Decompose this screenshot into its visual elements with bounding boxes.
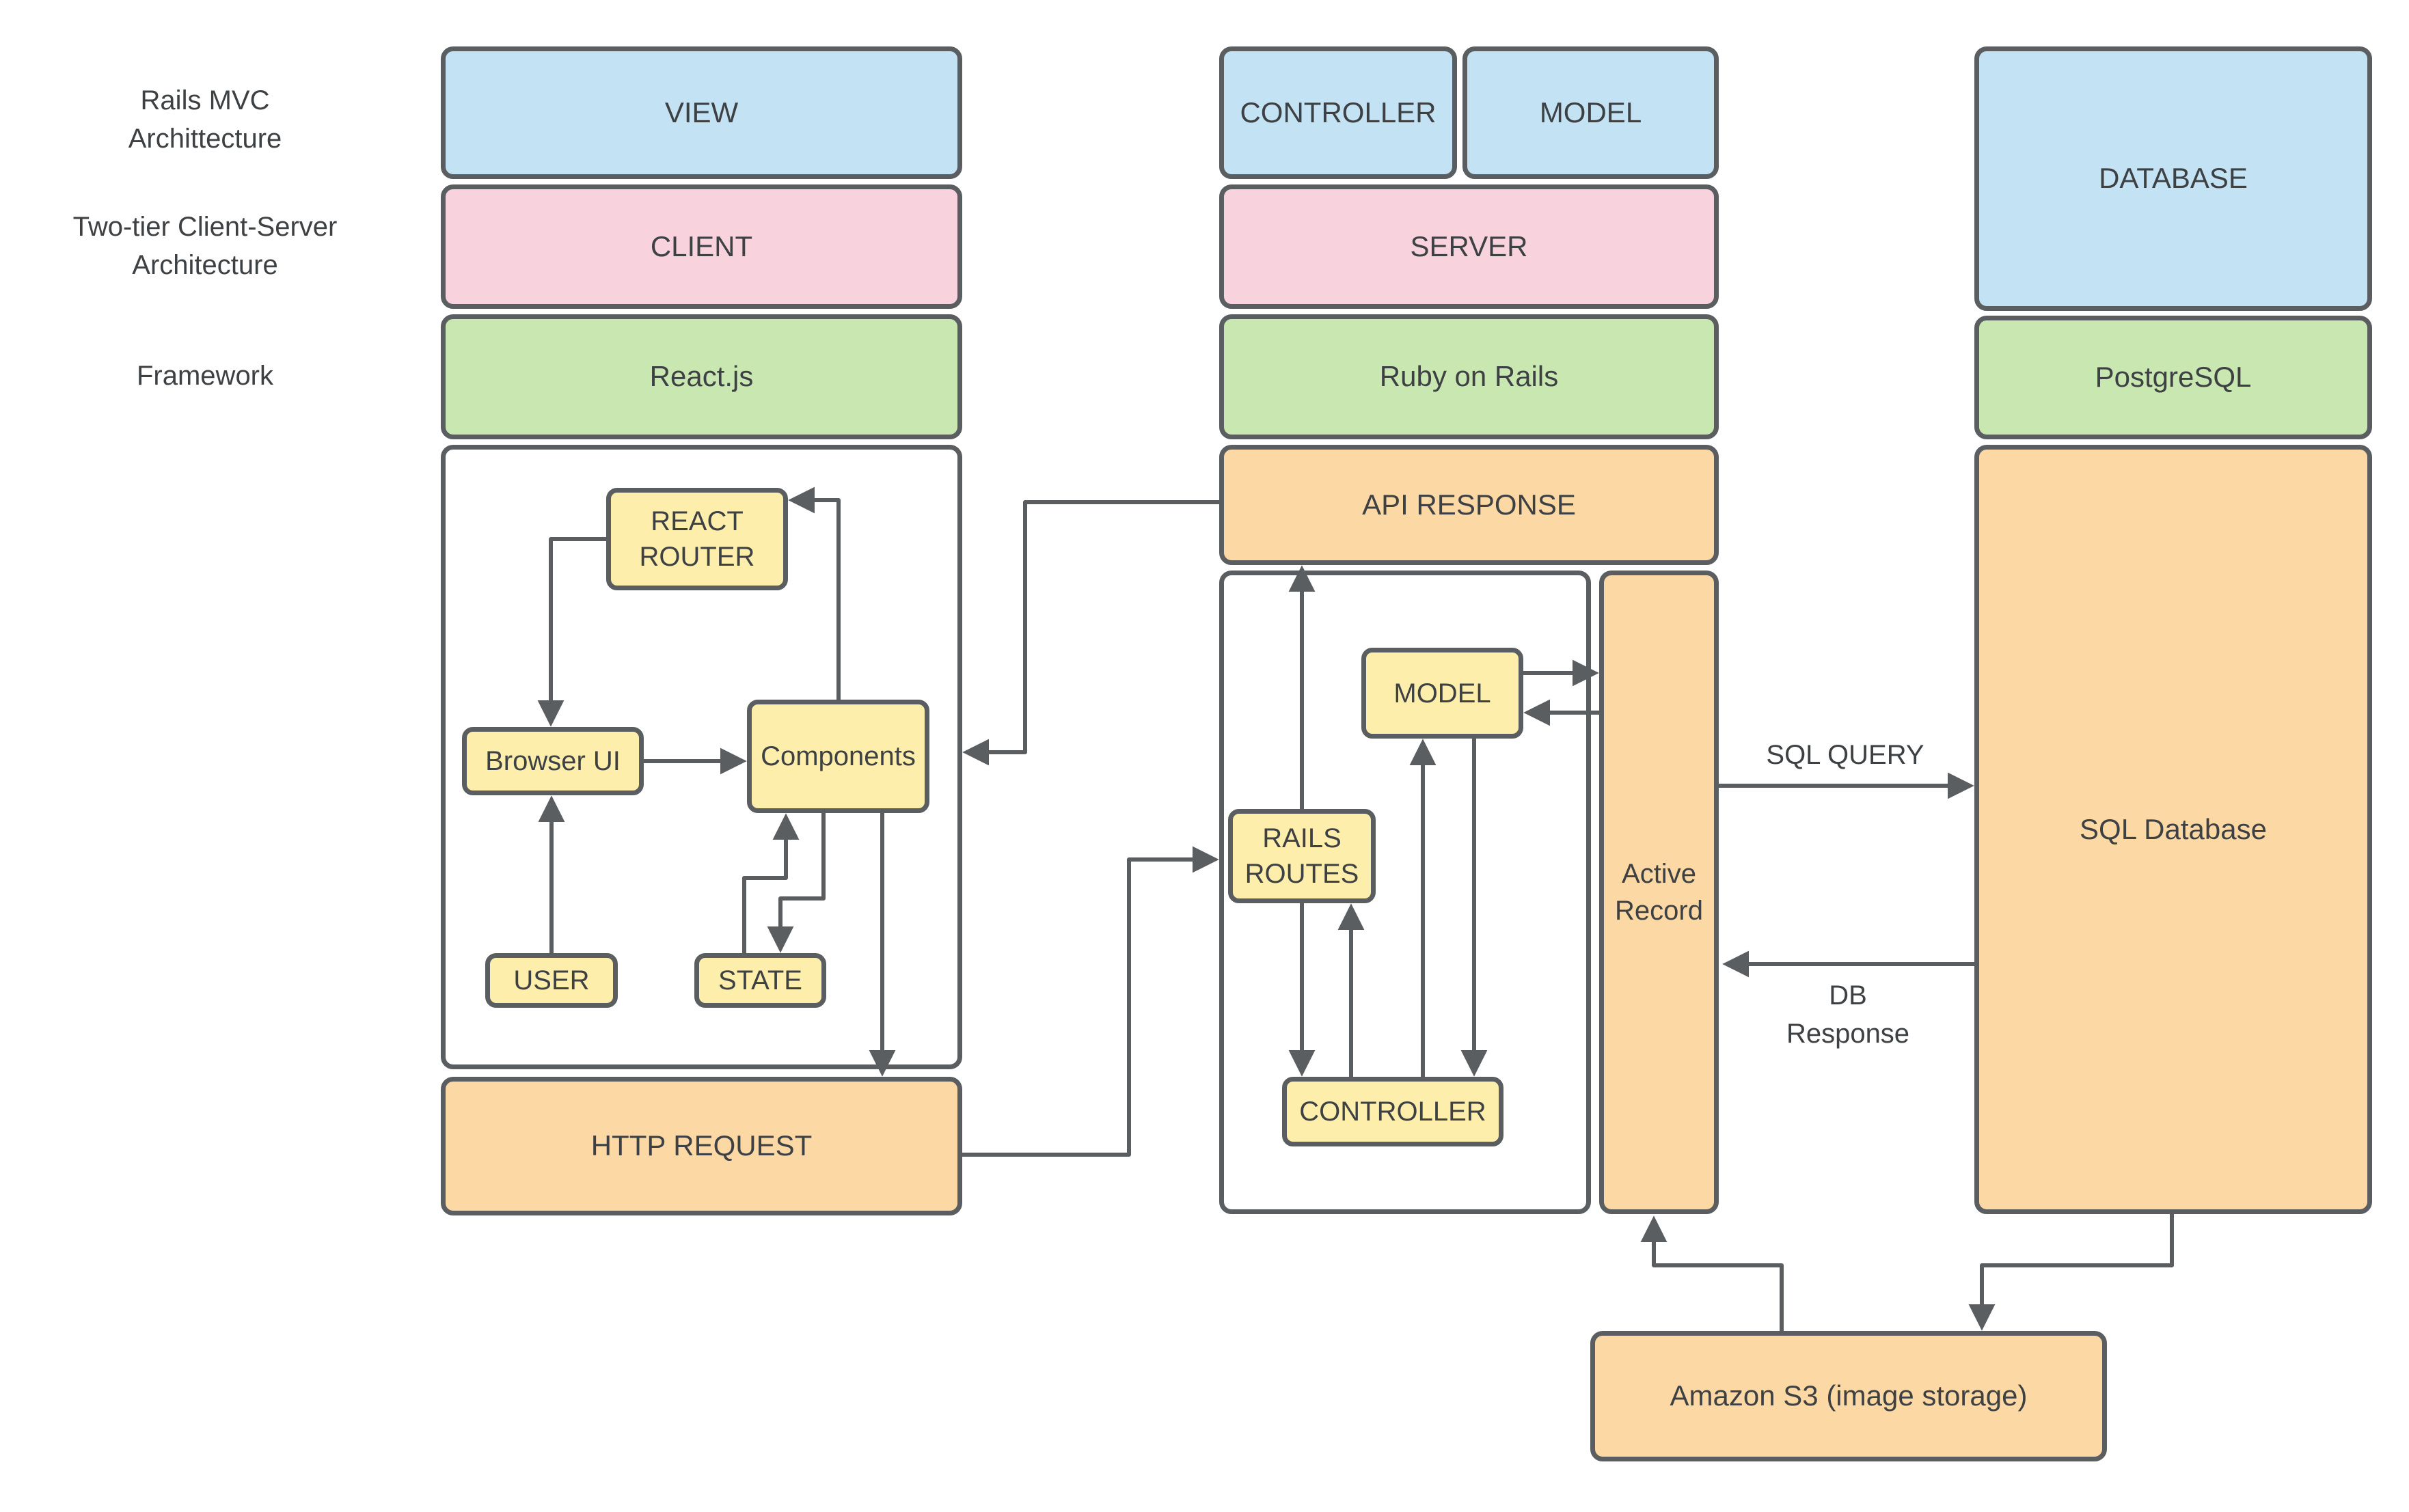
controller-box: CONTROLLER — [1219, 46, 1457, 179]
arrow-http-request-to-rails-routes — [962, 846, 1219, 1157]
rails-routes-node: RAILS ROUTES — [1228, 809, 1376, 903]
controller-node: CONTROLLER — [1282, 1077, 1503, 1146]
model-node: MODEL — [1361, 648, 1523, 739]
database-box: DATABASE — [1974, 46, 2372, 311]
left-label-two-tier: Two-tier Client-Server Architecture — [72, 212, 338, 280]
browser-ui-node: Browser UI — [462, 727, 644, 795]
model-box: MODEL — [1462, 46, 1719, 179]
sql-database-box: SQL Database — [1974, 445, 2372, 1214]
amazon-s3-box: Amazon S3 (image storage) — [1590, 1331, 2107, 1461]
sql-query-label: SQL QUERY — [1766, 740, 1924, 770]
user-node: USER — [485, 953, 618, 1008]
ruby-framework-box: Ruby on Rails — [1219, 314, 1719, 439]
components-node: Components — [747, 700, 929, 813]
react-router-node: REACT ROUTER — [606, 488, 788, 590]
api-response-box: API RESPONSE — [1219, 445, 1719, 565]
client-box: CLIENT — [441, 184, 962, 309]
arrow-api-response-to-components — [962, 500, 1219, 766]
arrow-amazon-s3-to-active-record — [1640, 1215, 1784, 1331]
arrow-sql-database-to-amazon-s3 — [1968, 1214, 2174, 1331]
db-response-label: DB Response — [1786, 980, 1910, 1049]
postgresql-framework-box: PostgreSQL — [1974, 316, 2372, 439]
state-node: STATE — [694, 953, 826, 1008]
react-framework-box: React.js — [441, 314, 962, 439]
server-box: SERVER — [1219, 184, 1719, 309]
view-box: VIEW — [441, 46, 962, 179]
left-label-framework: Framework — [136, 361, 274, 391]
left-label-rails-mvc: Rails MVC Archittecture — [128, 85, 282, 154]
http-request-box: HTTP REQUEST — [441, 1077, 962, 1215]
active-record-box: Active Record — [1599, 571, 1719, 1214]
